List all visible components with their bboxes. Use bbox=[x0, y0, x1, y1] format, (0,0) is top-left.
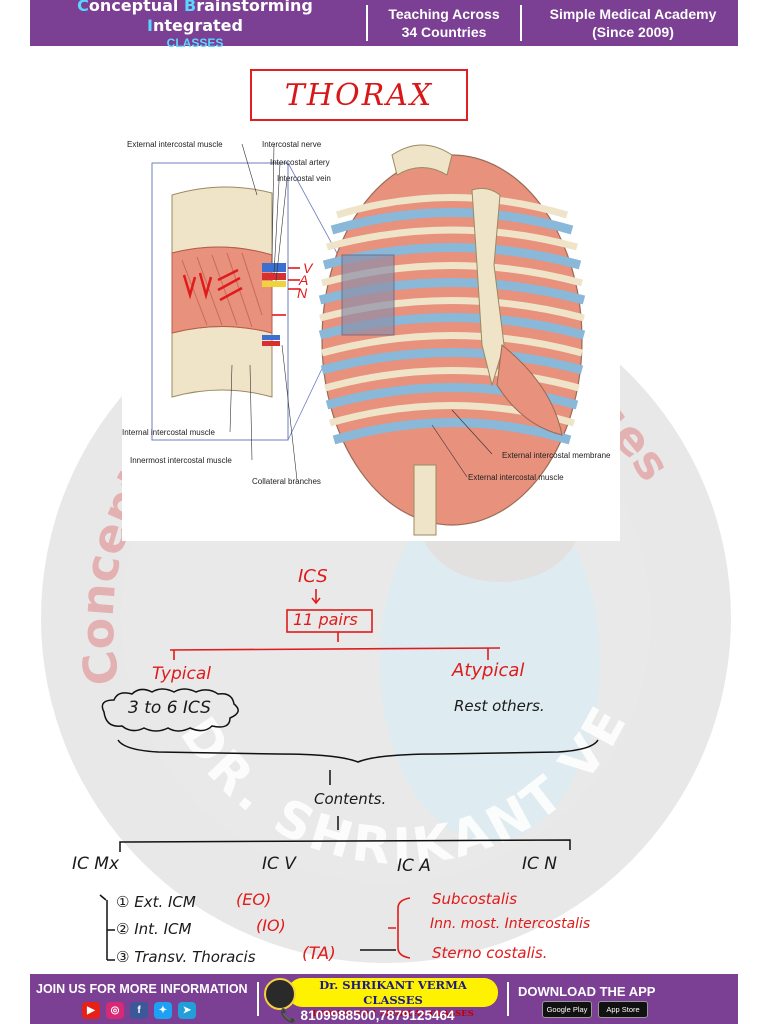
note-muscle-1-abbr: (EO) bbox=[236, 890, 272, 909]
thorax-illustration: V A N External intercostal muscle Interc… bbox=[122, 135, 620, 541]
note-muscle-2-abbr: (IO) bbox=[256, 916, 286, 935]
label-innermost-intercostal-muscle: Innermost intercostal muscle bbox=[130, 456, 232, 465]
note-ic-a: IC A bbox=[397, 856, 431, 876]
teaching-line-2: 34 Countries bbox=[401, 24, 487, 40]
brand-initial-i: I bbox=[147, 16, 153, 35]
brand-title: Conceptual Brainstorming Integrated bbox=[30, 0, 360, 36]
brand-initial-b: B bbox=[183, 0, 197, 15]
org-logo bbox=[264, 978, 296, 1010]
org-badge: Dr. SHRIKANT VERMA CLASSES INDIA'S NO.1 … bbox=[288, 978, 498, 1019]
footer-divider bbox=[257, 982, 259, 1016]
label-intercostal-nerve: Intercostal nerve bbox=[262, 140, 322, 149]
note-muscle-2: ② Int. ICM bbox=[116, 920, 192, 938]
note-ic-v: IC V bbox=[262, 854, 296, 874]
note-muscle-3-abbr: (TA) bbox=[302, 944, 336, 964]
notes-connectors bbox=[99, 589, 599, 961]
teaching-block: Teaching Across 34 Countries bbox=[374, 5, 514, 41]
brand-subtitle: CLASSES bbox=[166, 36, 224, 50]
artery-mark: A bbox=[298, 272, 308, 288]
youtube-icon[interactable]: ▶ bbox=[82, 1002, 100, 1019]
note-ic-n: IC N bbox=[522, 854, 558, 874]
page-title-box: THORAX bbox=[250, 69, 468, 121]
thorax-drawing: V A N External intercostal muscle Interc… bbox=[122, 140, 611, 536]
social-links: ▶ ◎ f ✦ ➤ bbox=[82, 1002, 196, 1019]
phone-numbers[interactable]: 📞 8109988500,7879125464 bbox=[280, 1008, 455, 1023]
label-external-intercostal-membrane: External intercostal membrane bbox=[502, 451, 611, 460]
academy-block: Simple Medical Academy (Since 2009) bbox=[528, 5, 738, 41]
top-banner: Conceptual Brainstorming Integrated CLAS… bbox=[30, 0, 738, 50]
org-name: Dr. SHRIKANT VERMA CLASSES bbox=[319, 978, 467, 1007]
org-tagline: INDIA'S NO.1 MEDICAL CLASSES bbox=[312, 1009, 474, 1019]
note-sternocostalis: Sterno costalis. bbox=[432, 944, 548, 962]
instagram-icon[interactable]: ◎ bbox=[106, 1002, 124, 1019]
brand-initial-c: C bbox=[77, 0, 89, 15]
academy-line-2: (Since 2009) bbox=[592, 24, 674, 40]
note-muscle-3: ③ Transv. Thoracis bbox=[116, 948, 256, 966]
header-divider bbox=[520, 5, 522, 41]
google-play-button[interactable]: Google Play bbox=[542, 1001, 592, 1018]
note-ics: ICS bbox=[298, 566, 328, 587]
brand-word-1: onceptual bbox=[88, 0, 184, 15]
note-atypical-desc: Rest others. bbox=[454, 697, 545, 715]
label-intercostal-artery: Intercostal artery bbox=[270, 158, 330, 167]
brand-word-2: rainstorming bbox=[196, 0, 313, 15]
note-contents: Contents. bbox=[314, 790, 387, 808]
label-external-intercostal-muscle: External intercostal muscle bbox=[127, 140, 223, 149]
teaching-line-1: Teaching Across bbox=[388, 6, 500, 22]
note-muscle-1: ① Ext. ICM bbox=[116, 893, 196, 911]
download-text: DOWNLOAD THE APP bbox=[518, 984, 656, 999]
note-subcostalis: Subcostalis bbox=[432, 890, 518, 908]
brand-word-3: ntegrated bbox=[152, 16, 243, 35]
facebook-icon[interactable]: f bbox=[130, 1002, 148, 1019]
join-text: JOIN US FOR MORE INFORMATION bbox=[36, 982, 248, 996]
note-atypical: Atypical bbox=[452, 660, 525, 681]
vein-mark: V bbox=[303, 260, 314, 276]
note-typical: Typical bbox=[152, 664, 211, 684]
label-collateral-branches: Collateral branches bbox=[252, 477, 321, 486]
page-title: THORAX bbox=[284, 77, 434, 113]
telegram-icon[interactable]: ➤ bbox=[178, 1002, 196, 1019]
note-ic-mx: IC Mx bbox=[72, 854, 120, 874]
label-intercostal-vein: Intercostal vein bbox=[277, 174, 331, 183]
note-typical-range: 3 to 6 ICS bbox=[128, 698, 211, 718]
label-internal-intercostal-muscle: Internal intercostal muscle bbox=[122, 428, 215, 437]
bottom-banner: JOIN US FOR MORE INFORMATION ▶ ◎ f ✦ ➤ D… bbox=[30, 974, 738, 1024]
app-store-button[interactable]: App Store bbox=[598, 1001, 648, 1018]
label-external-intercostal-muscle-2: External intercostal muscle bbox=[468, 473, 564, 482]
twitter-icon[interactable]: ✦ bbox=[154, 1002, 172, 1019]
nerve-mark: N bbox=[297, 285, 308, 301]
footer-divider bbox=[507, 982, 509, 1016]
note-pairs: 11 pairs bbox=[293, 610, 358, 629]
brand-block: Conceptual Brainstorming Integrated CLAS… bbox=[30, 0, 360, 50]
academy-line-1: Simple Medical Academy bbox=[549, 6, 717, 22]
header-divider bbox=[366, 5, 368, 41]
note-innermost: Inn. most. Intercostalis bbox=[430, 916, 591, 932]
